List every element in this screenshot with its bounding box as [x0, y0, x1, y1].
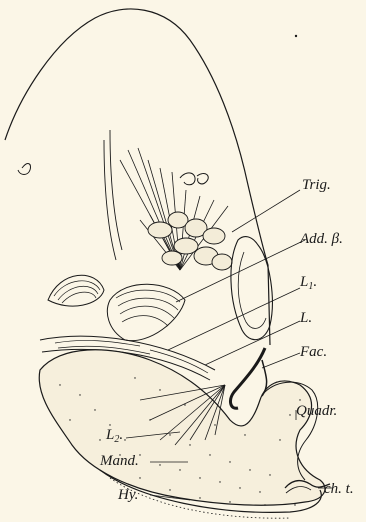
speck-mark — [295, 35, 297, 37]
leader-fac — [262, 353, 300, 368]
label-quadr: Quadr. — [296, 404, 337, 419]
orbit-oval — [231, 237, 272, 340]
label-trig: Trig. — [302, 178, 331, 193]
eye-mark-2 — [197, 174, 208, 184]
label-l: L. — [300, 311, 312, 326]
label-l2: L2. — [106, 428, 123, 445]
label-fac: Fac. — [300, 345, 327, 360]
muscle-adductor — [107, 284, 185, 340]
orbit-inner — [238, 252, 266, 328]
head-outline — [5, 9, 270, 345]
label-hy: Hy. — [118, 488, 138, 503]
leader-trig — [232, 190, 300, 232]
label-l1: L1. — [300, 275, 317, 292]
mandible-outline — [39, 350, 325, 505]
label-ch-t: ch. t. — [324, 482, 354, 497]
leader-l1 — [168, 288, 300, 350]
eye-mark — [180, 173, 195, 185]
cartilage-line-2 — [104, 140, 116, 260]
nostril-mark — [18, 164, 31, 175]
cartilage-line — [110, 130, 122, 250]
ganglion-cluster — [148, 212, 232, 270]
muscle-upper-left — [48, 275, 104, 306]
label-add-beta: Add. β. — [300, 232, 343, 247]
label-mand: Mand. — [100, 454, 139, 469]
